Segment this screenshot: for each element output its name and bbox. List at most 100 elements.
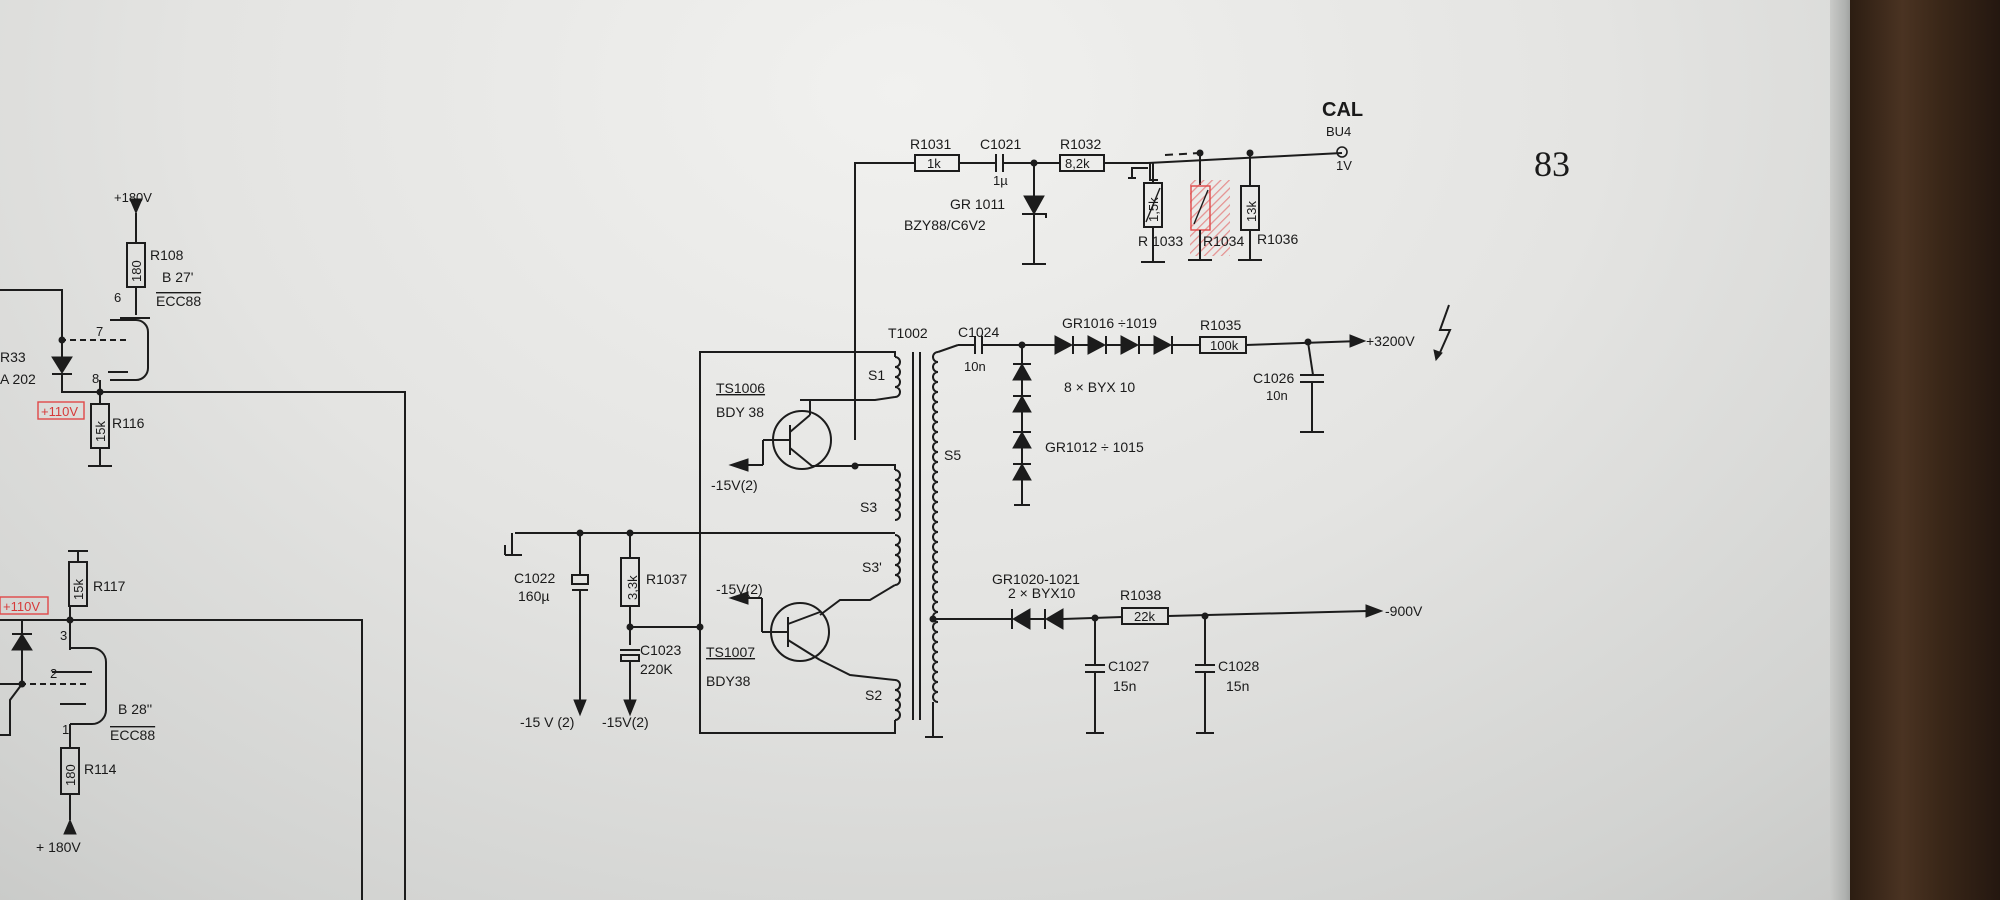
ts1007-label: TS1007 — [706, 644, 755, 660]
gr1020-note: 2 × BYX10 — [1008, 585, 1076, 601]
r1037-label: R1037 — [646, 571, 687, 587]
primary-wiring — [504, 351, 896, 734]
r117-label: R117 — [93, 578, 126, 594]
r116-value: 15k — [93, 421, 108, 442]
t1002-label: T1002 — [888, 325, 928, 341]
c1022-value: 160µ — [518, 588, 549, 604]
tube-b28 — [70, 647, 107, 725]
hv-positive-section: C1024 10n GR1016 ÷1019 8 × BYX 10 R1035 … — [958, 304, 1452, 506]
cal-network: R1031 1k C1021 1µ R1032 8,2k GR 10 — [854, 99, 1363, 440]
r1033-label: R 1033 — [1138, 233, 1183, 249]
r116-label: R116 — [112, 415, 145, 431]
tube-b27 — [110, 319, 149, 381]
r33-label: R33 — [0, 349, 26, 365]
zener-gr1011 — [1023, 195, 1045, 216]
r1033-value: 1,5k — [1146, 197, 1161, 222]
plus110-highlight-top — [37, 401, 85, 420]
input-network: C1022 160µ -15 V (2) 3,3k R1037 C1023 22… — [514, 529, 704, 730]
c1024-label: C1024 — [958, 324, 999, 340]
capacitor-c1021 — [995, 154, 1004, 172]
r1038-value: 22k — [1134, 609, 1155, 624]
capacitor-c1022 — [571, 574, 589, 585]
c1028-value: 15n — [1226, 678, 1249, 694]
plus110-highlight-bottom — [0, 596, 49, 615]
gr1011-label: GR 1011 — [950, 196, 1005, 212]
diode-string-gr1012 — [1012, 345, 1032, 506]
s5-label: S5 — [944, 447, 961, 463]
bu4-label: BU4 — [1326, 124, 1351, 139]
c1021-label: C1021 — [980, 136, 1021, 152]
transistor-ts1007: -15V(2) TS1007 BDY38 — [706, 581, 830, 689]
c1023-label: C1023 — [640, 642, 681, 658]
transformer-t1002: T1002 S1 S3 S3' S2 S5 — [860, 325, 961, 738]
ts1007-type: BDY38 — [706, 673, 751, 689]
b28-type: ECC88 — [110, 727, 155, 743]
ts1007-supply: -15V(2) — [716, 581, 763, 597]
s3p-label: S3' — [862, 559, 882, 575]
c1027-label: C1027 — [1108, 658, 1149, 674]
ts1006-type: BDY 38 — [716, 404, 764, 420]
plus180-bottom-label: + 180V — [36, 839, 81, 855]
r1032-value: 8,2k — [1065, 156, 1090, 171]
r1037-value: 3,3k — [625, 575, 640, 600]
r1035-label: R1035 — [1200, 317, 1241, 333]
r1031-label: R1031 — [910, 136, 951, 152]
diode-left-top — [51, 356, 73, 374]
plus110-top-label: +110V — [41, 404, 78, 419]
c1026-value: 10n — [1266, 388, 1288, 403]
c1027-value: 15n — [1113, 678, 1136, 694]
r1034-label: R1034 — [1203, 233, 1244, 249]
r1035-value: 100k — [1210, 338, 1239, 353]
c1028-label: C1028 — [1218, 658, 1259, 674]
b27-type: ECC88 — [156, 293, 201, 309]
ts1006-label: TS1006 — [716, 380, 765, 396]
hv-negative-section: GR1020-1021 2 × BYX10 R1038 22k -900V C1… — [929, 571, 1423, 734]
transistor-ts1006: TS1006 BDY 38 -15V(2) — [711, 380, 859, 493]
pin-2: 2 — [50, 666, 57, 681]
c1026-label: C1026 — [1253, 370, 1294, 386]
c1021-value: 1µ — [993, 173, 1008, 188]
r108-value: 180 — [129, 260, 144, 282]
plus3200-label: +3200V — [1366, 333, 1415, 349]
r1038-label: R1038 — [1120, 587, 1161, 603]
pin-1: 1 — [62, 722, 69, 737]
wood-background — [1850, 0, 2000, 900]
left-tube-stages: +180V 180 R108 6 B 27' ECC88 7 8 R33 A 2… — [0, 190, 406, 900]
r108-label: R108 — [150, 247, 184, 263]
s1-label: S1 — [868, 367, 885, 383]
gr1020-label: GR1020-1021 — [992, 571, 1080, 587]
r114-label: R114 — [84, 761, 117, 777]
cal-output-terminal — [1336, 146, 1348, 158]
cal-level-label: 1V — [1336, 158, 1352, 173]
c1023-supply: -15V(2) — [602, 714, 649, 730]
resistor-r117 — [68, 561, 88, 607]
s2-label: S2 — [865, 687, 882, 703]
r1031-value: 1k — [927, 156, 941, 171]
diode-left-bottom — [11, 633, 33, 651]
c1023-value: 220K — [640, 661, 673, 677]
capacitor-c1023 — [620, 654, 640, 662]
r1032-label: R1032 — [1060, 136, 1101, 152]
r1036-value: 13k — [1244, 201, 1259, 222]
minus900-label: -900V — [1385, 603, 1423, 619]
b28-label: B 28'' — [118, 701, 152, 717]
gr1012-label: GR1012 ÷ 1015 — [1045, 439, 1144, 455]
r114-value: 180 — [63, 764, 78, 786]
page-number: 83 — [1534, 144, 1570, 184]
c1024-value: 10n — [964, 359, 986, 374]
gr1016-note: 8 × BYX 10 — [1064, 379, 1135, 395]
gr1011-type: BZY88/C6V2 — [904, 217, 986, 233]
ts1006-supply: -15V(2) — [711, 477, 758, 493]
r1036-label: R1036 — [1257, 231, 1298, 247]
c1022-supply: -15 V (2) — [520, 714, 574, 730]
pin-7: 7 — [96, 324, 103, 339]
b27-label: B 27' — [162, 269, 193, 285]
diode-string-gr1016 — [1054, 335, 1173, 355]
cal-label: CAL — [1322, 99, 1363, 121]
r117-value: 15k — [71, 579, 86, 600]
pin-8: 8 — [92, 371, 99, 386]
pin-3: 3 — [60, 628, 67, 643]
s3-label: S3 — [860, 499, 877, 515]
